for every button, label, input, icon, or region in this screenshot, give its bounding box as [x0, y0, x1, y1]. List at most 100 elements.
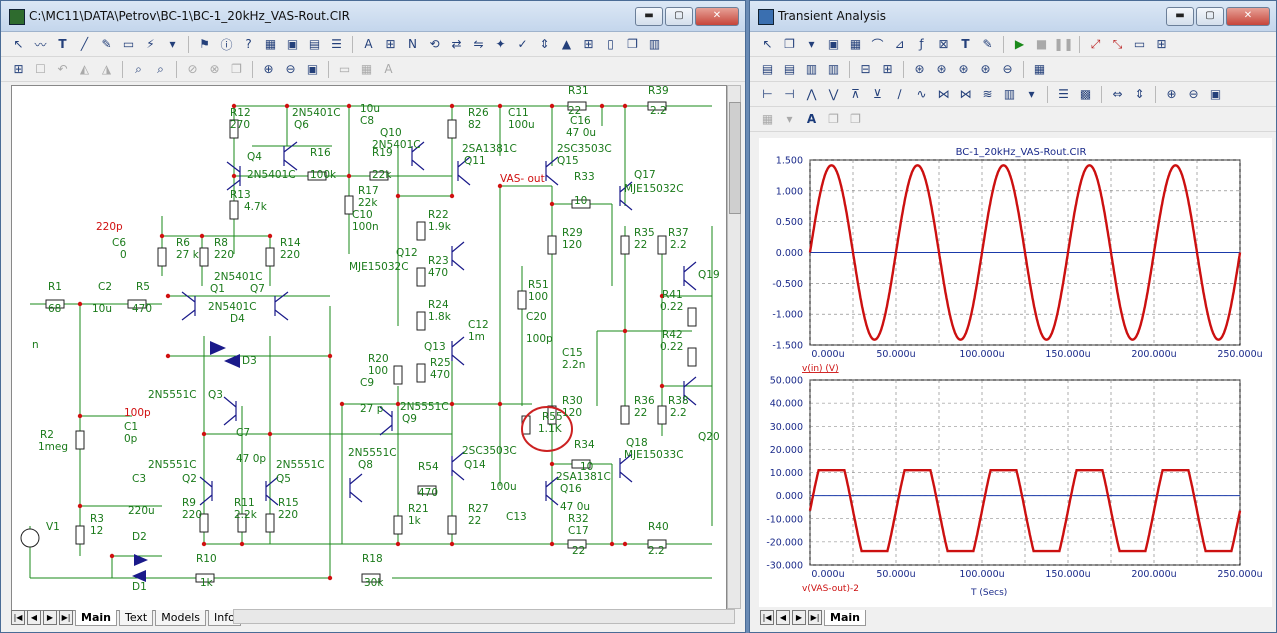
- schematic-label[interactable]: 47 0p: [236, 453, 266, 465]
- trace-v-in[interactable]: [808, 164, 1242, 341]
- page-icon[interactable]: ▯: [607, 37, 614, 51]
- layout-icon[interactable]: ▦: [360, 62, 373, 76]
- list-icon[interactable]: ☰: [1058, 87, 1069, 101]
- tab-main[interactable]: Main: [824, 609, 866, 626]
- schematic-label[interactable]: 470: [418, 487, 438, 499]
- schematic-label[interactable]: 2N5401C: [208, 301, 257, 313]
- props-icon[interactable]: ☰: [331, 37, 342, 51]
- zoom-out-icon[interactable]: ⊖: [1188, 87, 1199, 101]
- schematic-label[interactable]: R2: [40, 429, 54, 441]
- schematic-label[interactable]: 100: [368, 365, 388, 377]
- schematic-label[interactable]: 2N5551C: [148, 459, 197, 471]
- schematic-label[interactable]: 2N5401C: [292, 107, 341, 119]
- schematic-label[interactable]: 22k: [358, 197, 378, 209]
- formula-icon[interactable]: ƒ: [919, 37, 924, 51]
- dropdown-icon[interactable]: ▾: [808, 37, 815, 51]
- schematic-net-label[interactable]: 220p: [96, 221, 123, 233]
- group-icon[interactable]: ❐: [828, 112, 839, 126]
- schematic-titlebar[interactable]: C:\MC11\DATA\Petrov\BC-1\BC-1_20kHz_VAS-…: [1, 1, 745, 32]
- schematic-label[interactable]: MJE15032C: [349, 261, 409, 273]
- tab-main[interactable]: Main: [75, 609, 117, 626]
- flip-icon[interactable]: ⇄: [451, 37, 462, 51]
- zoom-fit-icon[interactable]: ▣: [1209, 87, 1222, 101]
- peak-find-icon[interactable]: ⋀: [806, 87, 817, 101]
- dropdown-icon[interactable]: ▾: [169, 37, 176, 51]
- schematic-label[interactable]: 10: [580, 461, 593, 473]
- schematic-label[interactable]: C10: [352, 209, 373, 221]
- schematic-label[interactable]: 2N5551C: [400, 401, 449, 413]
- first-page-icon[interactable]: |◀: [11, 610, 25, 625]
- schematic-label[interactable]: 2.2: [670, 239, 687, 251]
- layout-3-icon[interactable]: ▥: [805, 62, 818, 76]
- schematic-label[interactable]: V1: [46, 521, 60, 533]
- last-page-icon[interactable]: ▶|: [808, 610, 822, 625]
- component-icon[interactable]: ⚡: [146, 37, 155, 51]
- schematic-label[interactable]: 220: [214, 249, 234, 261]
- box-icon[interactable]: ☐: [35, 62, 46, 76]
- schematic-label[interactable]: 2SA1381C: [556, 471, 611, 483]
- stop-icon[interactable]: ■: [1035, 37, 1048, 51]
- pages-icon[interactable]: ▤: [308, 37, 321, 51]
- schematic-label[interactable]: R5: [136, 281, 150, 293]
- node-numbers-icon[interactable]: N: [408, 37, 417, 51]
- numeric-icon[interactable]: ▩: [1079, 87, 1092, 101]
- schematic-label[interactable]: Q18: [626, 437, 648, 449]
- next-page-icon[interactable]: ▶: [43, 610, 57, 625]
- schematic-label[interactable]: 10: [574, 195, 587, 207]
- schematic-label[interactable]: 2.2: [670, 407, 687, 419]
- schematic-net-label[interactable]: VAS- out: [500, 173, 545, 185]
- scroll-thumb[interactable]: [729, 102, 741, 214]
- schematic-label[interactable]: R55: [542, 411, 563, 423]
- schematic-hscroll[interactable]: [233, 609, 735, 624]
- schematic-label[interactable]: 2N5401C: [247, 169, 296, 181]
- font-icon[interactable]: A: [384, 62, 393, 76]
- schematic-label[interactable]: 2.2k: [234, 509, 258, 521]
- tab-text[interactable]: Text: [118, 609, 154, 626]
- warning-icon[interactable]: ▲: [561, 37, 572, 51]
- mirror-h-icon[interactable]: ◭: [79, 62, 90, 76]
- schematic-label[interactable]: 1meg: [38, 441, 68, 453]
- tab-models[interactable]: Models: [155, 609, 206, 626]
- schematic-label[interactable]: 100p: [526, 333, 553, 345]
- schematic-label[interactable]: 0.22: [660, 301, 683, 313]
- schematic-label[interactable]: R54: [418, 461, 439, 473]
- schematic-label[interactable]: 22: [568, 105, 581, 117]
- schematic-label[interactable]: R35: [634, 227, 655, 239]
- schematic-label[interactable]: R40: [648, 521, 669, 533]
- dropdown-icon[interactable]: ▾: [1028, 87, 1035, 101]
- schematic-vscroll[interactable]: [727, 85, 741, 609]
- inflect-icon[interactable]: ∿: [916, 87, 927, 101]
- schematic-label[interactable]: Q11: [464, 155, 486, 167]
- schematic-label[interactable]: C1: [124, 421, 138, 433]
- schematic-label[interactable]: 1k: [408, 515, 422, 527]
- schematic-label[interactable]: 10u: [92, 303, 112, 315]
- range-icon[interactable]: ⊠: [938, 37, 949, 51]
- schematic-label[interactable]: 470: [132, 303, 152, 315]
- schematic-label[interactable]: 82: [468, 119, 481, 131]
- undo-icon[interactable]: ↶: [57, 62, 68, 76]
- schematic-label[interactable]: R10: [196, 553, 217, 565]
- layout-2-icon[interactable]: ▤: [783, 62, 796, 76]
- probe-4-icon[interactable]: ⊛: [980, 62, 991, 76]
- group-icon[interactable]: ❐: [231, 62, 242, 76]
- schematic-label[interactable]: 4.7k: [244, 201, 268, 213]
- low-icon[interactable]: ⊻: [873, 87, 882, 101]
- schematic-label[interactable]: 0.22: [660, 341, 683, 353]
- valley-find-icon[interactable]: ⋁: [828, 87, 839, 101]
- rotate-icon[interactable]: ⟲: [429, 37, 440, 51]
- layout-icon[interactable]: ▦: [761, 112, 774, 126]
- info-icon[interactable]: ⓘ: [220, 37, 233, 52]
- select-arrow-icon[interactable]: ↖: [13, 37, 24, 51]
- schematic-label[interactable]: 220: [278, 509, 298, 521]
- schematic-label[interactable]: 0p: [124, 433, 138, 445]
- image-icon[interactable]: ▣: [286, 37, 299, 51]
- schematic-label[interactable]: 470: [428, 267, 448, 279]
- schematic-label[interactable]: Q14: [464, 459, 486, 471]
- zoom-in-icon[interactable]: ⊕: [1166, 87, 1177, 101]
- mirror-v-icon[interactable]: ◮: [101, 62, 112, 76]
- schematic-label[interactable]: Q17: [634, 169, 656, 181]
- schematic-label[interactable]: R20: [368, 353, 389, 365]
- last-page-icon[interactable]: ▶|: [59, 610, 73, 625]
